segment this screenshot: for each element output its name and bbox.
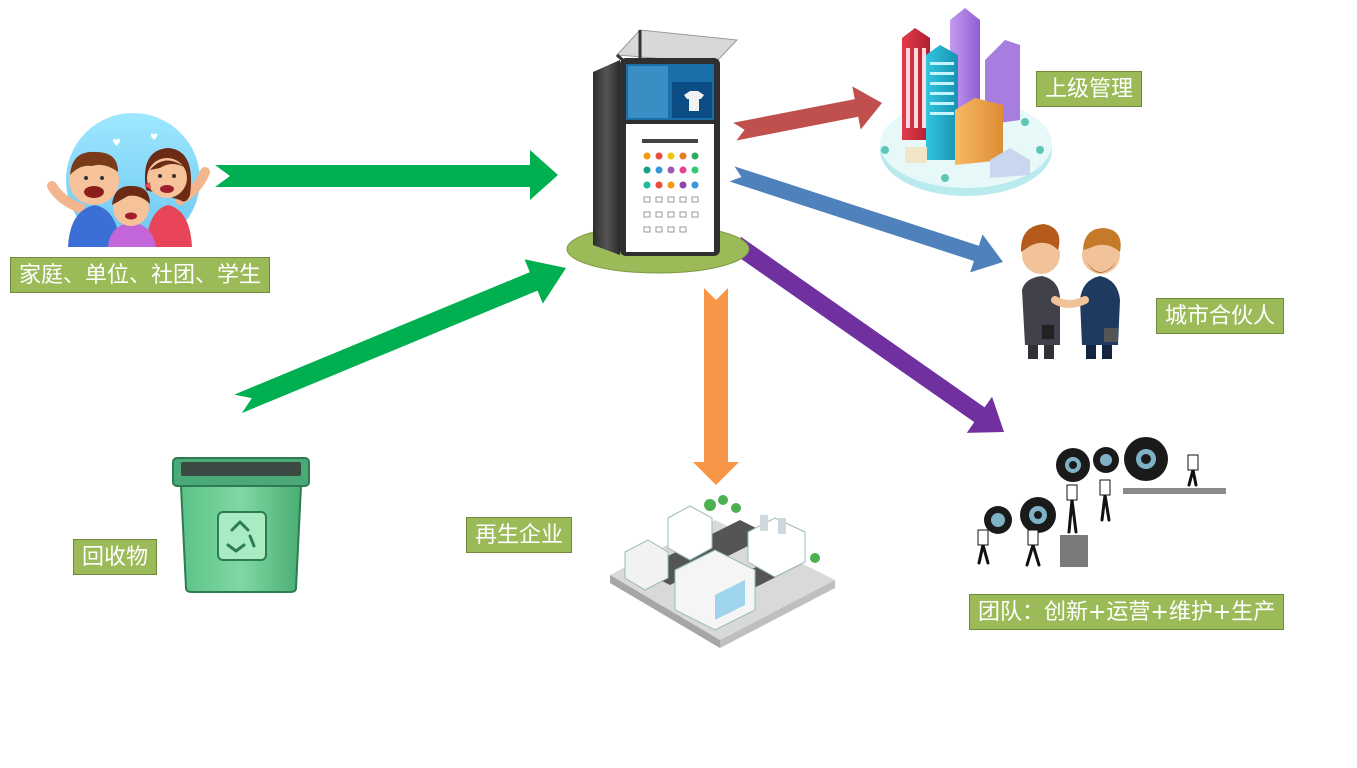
- arrow-machine-to-management: [733, 86, 882, 141]
- svg-text:♥: ♥: [112, 138, 121, 149]
- recycle-bin-icon: [172, 457, 310, 593]
- families-label: 家庭、单位、社团、学生: [10, 257, 271, 293]
- svg-text:♥: ♥: [150, 133, 158, 143]
- recycling-company-label: 再生企业: [466, 517, 573, 553]
- gears-team-icon: [977, 437, 1226, 567]
- arrow-families-to-machine: [215, 150, 558, 200]
- recycling-machine-icon: [566, 29, 750, 274]
- city-partner-label: 城市合伙人: [1156, 298, 1285, 334]
- family-illustration-icon: ♥ ♥ ♥: [47, 113, 210, 247]
- superior-management-label: 上级管理: [1036, 71, 1143, 107]
- team-label: 团队：创新+运营+维护+生产: [969, 594, 1285, 630]
- factory-city-icon: [610, 495, 835, 648]
- city-buildings-icon: [880, 8, 1052, 196]
- arrow-recyclables-to-machine: [234, 259, 566, 414]
- svg-text:♥: ♥: [58, 169, 66, 179]
- arrow-machine-to-team: [730, 236, 1004, 433]
- arrow-machine-to-company: [693, 288, 739, 485]
- handshake-icon: [1020, 224, 1121, 359]
- arrow-machine-to-partner: [729, 166, 1003, 273]
- recyclables-label: 回收物: [73, 539, 158, 575]
